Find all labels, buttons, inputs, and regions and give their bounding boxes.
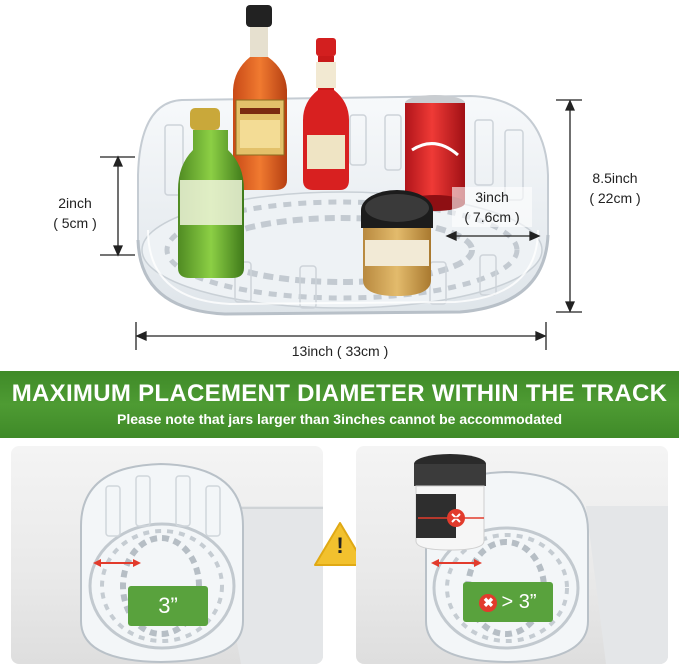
tray-closeup-right [414, 454, 668, 664]
fits-label: 3” [128, 586, 208, 626]
sauce-bottle [233, 5, 287, 190]
tabasco-bottle [303, 38, 349, 190]
dim-width-bottom: 13inch ( 33cm ) [291, 343, 389, 359]
oversized-jar [414, 454, 486, 551]
dim-height-right-inch: 8.5inch [592, 170, 638, 186]
banner-title: MAXIMUM PLACEMENT DIAMETER WITHIN THE TR… [11, 380, 668, 407]
dim-track-width-cm: ( 7.6cm ) [464, 209, 520, 225]
panel-too-large: ✖> 3” [356, 446, 668, 664]
dimension-lines [100, 99, 582, 350]
dim-height-left: 2inch ( 5cm ) [40, 193, 110, 233]
dim-height-left-inch: 2inch [58, 195, 92, 211]
panel-fits: 3” [11, 446, 323, 664]
product-illustration [100, 5, 582, 350]
dim-track-width-inch: 3inch [475, 189, 509, 205]
banner-subtitle: Please note that jars larger than 3inche… [116, 411, 563, 427]
tray-closeup-left [80, 462, 323, 664]
warning-glyph: ! [336, 533, 344, 558]
dim-height-right: 8.5inch ( 22cm ) [575, 168, 655, 208]
dim-track-width: 3inch ( 7.6cm ) [452, 187, 532, 227]
jam-jar [361, 190, 433, 296]
too-large-label-text: > 3” [501, 591, 537, 613]
close-circle-icon: ✖ [479, 593, 498, 612]
green-bottle [178, 108, 244, 278]
too-large-label: ✖> 3” [463, 582, 553, 622]
dim-height-right-cm: ( 22cm ) [589, 190, 641, 206]
warning-icon [314, 522, 366, 566]
banner: MAXIMUM PLACEMENT DIAMETER WITHIN THE TR… [0, 371, 679, 438]
dim-height-left-cm: ( 5cm ) [53, 215, 97, 231]
